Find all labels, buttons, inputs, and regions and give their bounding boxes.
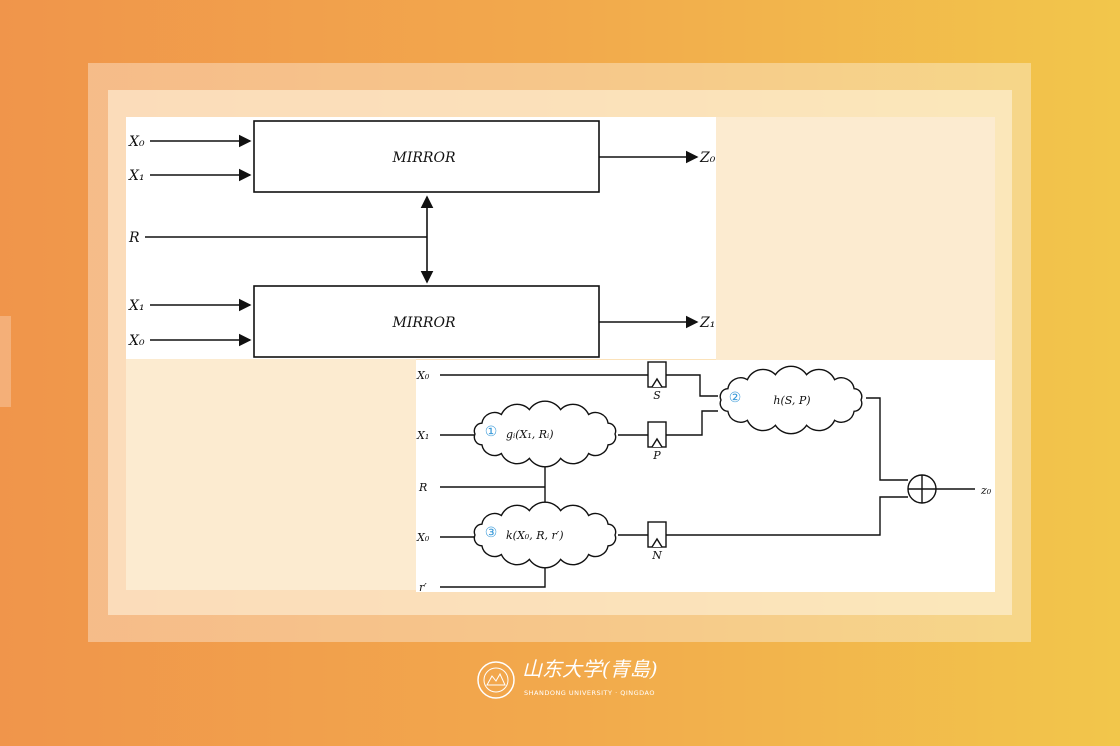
input-label: X₁	[128, 168, 145, 184]
logo-chinese-name: 山东大学(青島)	[522, 657, 658, 681]
register-label: P	[652, 449, 661, 462]
circuit-diagram	[440, 361, 975, 588]
xor-gate	[907, 474, 937, 504]
mirror-box-1-label: MIRROR	[392, 150, 456, 166]
circuit-input-label: R	[418, 481, 427, 494]
cloud-g	[473, 400, 617, 468]
university-seal-icon	[477, 661, 515, 699]
r-label: R	[128, 230, 140, 246]
register-s	[647, 361, 667, 388]
cloud-number-2: ②	[729, 390, 742, 406]
cream-panel-right	[716, 117, 995, 360]
circuit-input-label: X₀	[416, 369, 430, 382]
cloud-h	[719, 365, 863, 435]
cloud-number-1: ①	[485, 424, 498, 440]
cloud-k-label: k(X₀, R, r′)	[506, 529, 564, 542]
register-n	[647, 521, 667, 548]
input-label: X₁	[128, 298, 145, 314]
side-tab	[0, 316, 11, 407]
mirror-diagram	[145, 120, 699, 358]
circuit-input-label: r′	[419, 581, 427, 594]
circuit-input-label: X₀	[416, 531, 430, 544]
cloud-g-label: gᵢ(X₁, Rᵢ)	[506, 428, 554, 441]
input-label: X₀	[128, 134, 145, 150]
cloud-h-label: h(S, P)	[773, 394, 810, 407]
input-label: X₀	[128, 333, 145, 349]
university-logo: 山东大学(青島) SHANDONG UNIVERSITY · QINGDAO	[476, 656, 676, 704]
cream-panel-left	[126, 359, 416, 590]
mirror-box-2-label: MIRROR	[392, 315, 456, 331]
register-label: N	[651, 549, 662, 562]
register-p	[647, 421, 667, 448]
logo-english-name: SHANDONG UNIVERSITY · QINGDAO	[524, 689, 655, 697]
circuit-input-label: X₁	[416, 429, 429, 442]
output-label: Z₁	[699, 315, 715, 331]
cloud-number-3: ③	[485, 525, 498, 541]
output-z0-label: z₀	[980, 484, 992, 497]
cloud-k	[473, 501, 617, 569]
register-label: S	[653, 389, 661, 402]
output-label: Z₀	[699, 150, 716, 166]
